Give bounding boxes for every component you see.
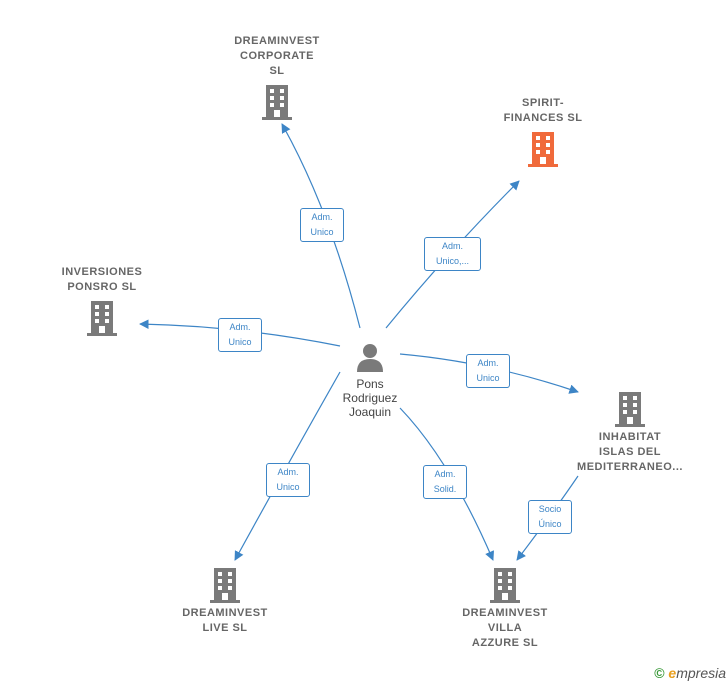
- edge-label-line: Adm.: [441, 241, 463, 251]
- node-label-line: DREAMINVEST: [182, 607, 268, 619]
- edge-label-line: Único: [538, 519, 562, 529]
- node-label-line: DREAMINVEST: [462, 607, 548, 619]
- node-label-line: SPIRIT-: [521, 97, 564, 109]
- node-spirit-finances[interactable]: SPIRIT- FINANCES SL: [486, 96, 600, 168]
- node-label: DREAMINVEST LIVE SL: [164, 606, 286, 636]
- edge-label-line: Adm.: [434, 469, 456, 479]
- node-label-line: PONSRO SL: [67, 281, 137, 293]
- person-name-line: Joaquin: [348, 405, 392, 419]
- copyright-symbol: ©: [654, 665, 665, 681]
- node-dreaminvest-corporate[interactable]: DREAMINVEST CORPORATE SL: [214, 34, 340, 121]
- edge-label-inhabitat[interactable]: Adm. Unico: [466, 354, 510, 388]
- building-icon: [262, 85, 292, 120]
- node-label: INVERSIONES PONSRO SL: [44, 265, 160, 295]
- edge-label-line: Unico: [276, 482, 300, 492]
- node-label-line: VILLA: [487, 622, 523, 634]
- node-label-line: INHABITAT: [598, 431, 662, 443]
- node-label-line: FINANCES SL: [503, 112, 583, 124]
- node-label-line: CORPORATE: [240, 50, 314, 62]
- person-name: Pons Rodriguez Joaquin: [322, 377, 418, 419]
- node-inversiones-ponsro[interactable]: INVERSIONES PONSRO SL: [44, 265, 160, 337]
- node-label-line: AZZURE SL: [471, 637, 539, 649]
- person-name-line: Rodriguez: [342, 391, 398, 405]
- node-label-line: MEDITERRANEO...: [577, 461, 683, 473]
- edge-label-line: Solid.: [433, 484, 457, 494]
- brand-initial: e: [668, 665, 677, 681]
- footer-brand: © empresia: [654, 665, 726, 681]
- edge-label-spirit[interactable]: Adm. Unico,...: [424, 237, 481, 271]
- building-icon: [210, 568, 240, 603]
- edge-label-line: Adm.: [277, 467, 299, 477]
- edge-label-line: Adm.: [311, 212, 333, 222]
- edge-label-ponsro[interactable]: Adm. Unico: [218, 318, 262, 352]
- person-name-line: Pons: [356, 377, 384, 391]
- node-person[interactable]: Pons Rodriguez Joaquin: [322, 342, 418, 419]
- node-label-line: LIVE SL: [202, 622, 248, 634]
- node-inhabitat[interactable]: INHABITAT ISLAS DEL MEDITERRANEO...: [566, 390, 694, 475]
- edge-label-line: Unico: [310, 227, 334, 237]
- node-label-line: ISLAS DEL: [599, 446, 661, 458]
- edge-label-live[interactable]: Adm. Unico: [266, 463, 310, 497]
- edge-label-line: Socio: [538, 504, 562, 514]
- edge-label-villa[interactable]: Adm. Solid.: [423, 465, 467, 499]
- building-icon: [490, 568, 520, 603]
- building-icon: [87, 301, 117, 336]
- brand-name: mpresia: [676, 665, 726, 681]
- node-dreaminvest-villa[interactable]: DREAMINVEST VILLA AZZURE SL: [444, 566, 566, 651]
- edge-label-line: Adm.: [477, 358, 499, 368]
- edge-label-line: Unico: [228, 337, 252, 347]
- node-dreaminvest-live[interactable]: DREAMINVEST LIVE SL: [164, 566, 286, 636]
- node-label: INHABITAT ISLAS DEL MEDITERRANEO...: [566, 430, 694, 475]
- building-icon: [528, 132, 558, 167]
- edge-label-line: Unico,...: [435, 256, 469, 266]
- person-icon: [357, 344, 383, 372]
- node-label-line: DREAMINVEST: [234, 35, 320, 47]
- edge-label-line: Adm.: [229, 322, 251, 332]
- edge-label-line: Unico: [476, 373, 500, 383]
- node-label: DREAMINVEST CORPORATE SL: [214, 34, 340, 79]
- node-label: SPIRIT- FINANCES SL: [486, 96, 600, 126]
- edge-label-inhabitat-villa[interactable]: Socio Único: [528, 500, 572, 534]
- building-icon: [615, 392, 645, 427]
- node-label-line: SL: [269, 65, 285, 77]
- node-label: DREAMINVEST VILLA AZZURE SL: [444, 606, 566, 651]
- node-label-line: INVERSIONES: [61, 266, 143, 278]
- edge-label-corporate[interactable]: Adm. Unico: [300, 208, 344, 242]
